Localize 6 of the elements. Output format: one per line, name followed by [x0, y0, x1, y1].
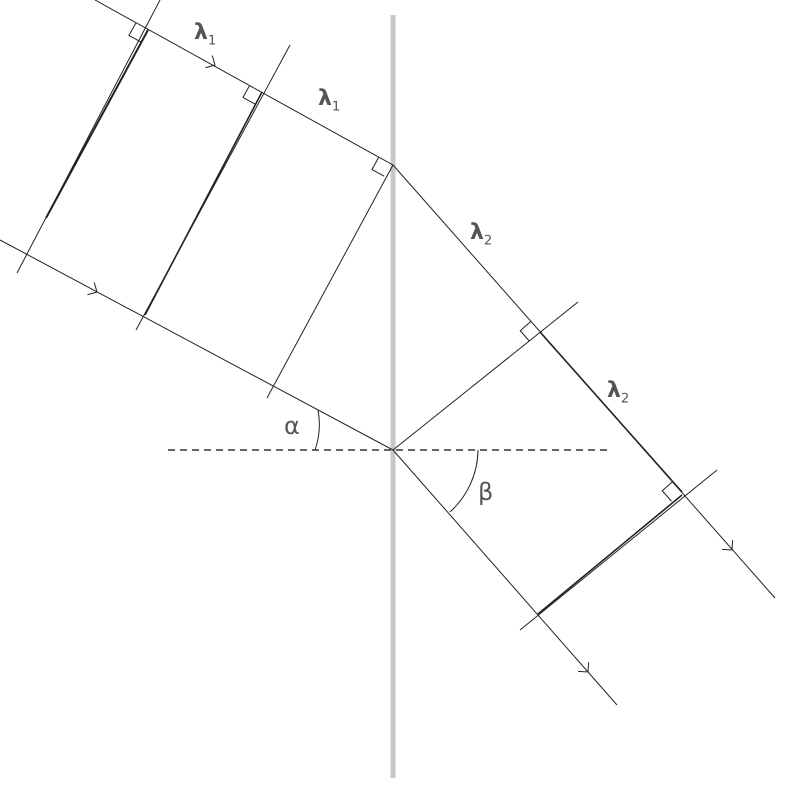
wavelength-label: λ$_{1}$: [194, 22, 216, 48]
angle-label: β: [478, 480, 494, 504]
wavelength-label: λ$_{1}$: [318, 88, 340, 114]
angle-label: α: [284, 414, 300, 438]
wavelength-label: λ$_{2}$: [470, 222, 492, 248]
wavelength-label: λ$_{2}$: [607, 380, 630, 406]
